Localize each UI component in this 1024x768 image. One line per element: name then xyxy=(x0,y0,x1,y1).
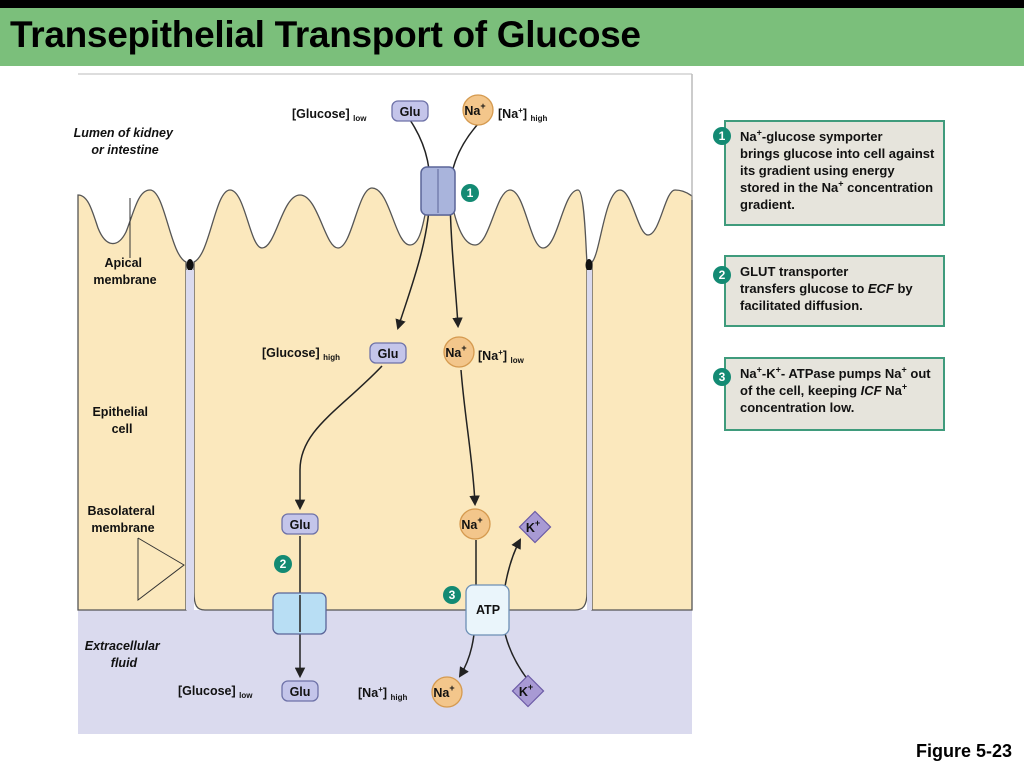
extracellular-fluid-region xyxy=(78,610,692,734)
svg-text:ATP: ATP xyxy=(476,603,500,617)
apical-membrane-label: Apical membrane xyxy=(93,256,156,287)
glu-token-cell xyxy=(369,342,407,364)
basolateral-membrane-label: Basolateral membrane xyxy=(88,504,159,535)
svg-text:Na+: Na+ xyxy=(433,683,454,700)
na-low-label: [Na+] low xyxy=(478,348,525,365)
svg-text:Na+: Na+ xyxy=(445,343,466,360)
svg-text:Na+: Na+ xyxy=(461,515,482,532)
na-token-ecf xyxy=(431,676,463,708)
svg-text:Glu: Glu xyxy=(290,518,311,532)
glu-token-lumen xyxy=(391,100,429,122)
glu-token-ecf xyxy=(281,680,319,702)
svg-text:Glu: Glu xyxy=(400,105,421,119)
na-token-atpase xyxy=(459,508,491,540)
glucose-high-label: [Glucose] high xyxy=(262,346,340,362)
callout-atpase: Na+-K+- ATPase pumps Na+ out of the cell… xyxy=(724,357,945,431)
svg-text:Glu: Glu xyxy=(290,685,311,699)
svg-text:Glu: Glu xyxy=(378,347,399,361)
na-high-label: [Na+] high xyxy=(498,106,547,123)
callout-symporter: Na+-glucose symporter brings glucose int… xyxy=(724,120,945,226)
lateral-space-left xyxy=(186,270,194,610)
callout-3-badge: 3 xyxy=(713,368,731,386)
callout-1-badge: 1 xyxy=(713,127,731,145)
k-token-ecf xyxy=(511,674,545,708)
title-bar xyxy=(0,8,1024,66)
na-token-lumen xyxy=(462,94,494,126)
slide-title: Transepithelial Transport of Glucose xyxy=(10,14,641,55)
basolateral-pointer xyxy=(137,537,185,602)
tight-junction-right xyxy=(585,259,593,271)
sodium-path-cell xyxy=(460,369,480,507)
lumen-label: Lumen of kidney or intestine xyxy=(74,126,177,157)
na-high-ecf-label: [Na+] high xyxy=(358,685,407,702)
step-1-badge: 1 xyxy=(461,184,479,202)
glu-token-basolateral xyxy=(281,513,319,535)
epithelial-cell-label: Epithelial cell xyxy=(92,405,151,436)
na-token-cell xyxy=(443,336,475,368)
svg-text:Na+: Na+ xyxy=(464,101,485,118)
glucose-path-cell xyxy=(294,365,383,511)
top-border xyxy=(0,0,1024,8)
epithelial-cell-center xyxy=(193,187,588,611)
step-2-badge: 2 xyxy=(274,555,292,573)
step-3-badge: 3 xyxy=(443,586,461,604)
epithelial-cell-right xyxy=(591,189,693,611)
callout-2-badge: 2 xyxy=(713,266,731,284)
extracellular-fluid-label: Extracellular fluid xyxy=(85,639,164,670)
na-k-atpase xyxy=(465,584,510,636)
callout-glut: GLUT transporter transfers glucose to EC… xyxy=(724,255,945,327)
svg-text:K+: K+ xyxy=(519,682,533,699)
glucose-low-ecf-label: [Glucose] low xyxy=(178,684,253,700)
k-token-cell xyxy=(518,510,552,544)
glucose-low-label: [Glucose] low xyxy=(292,107,367,123)
lateral-space-right xyxy=(587,270,592,610)
figure-label: Figure 5-23 xyxy=(915,741,1012,761)
tight-junction-left xyxy=(186,259,194,271)
svg-text:K+: K+ xyxy=(526,518,540,535)
epithelial-cell-left xyxy=(77,189,187,611)
